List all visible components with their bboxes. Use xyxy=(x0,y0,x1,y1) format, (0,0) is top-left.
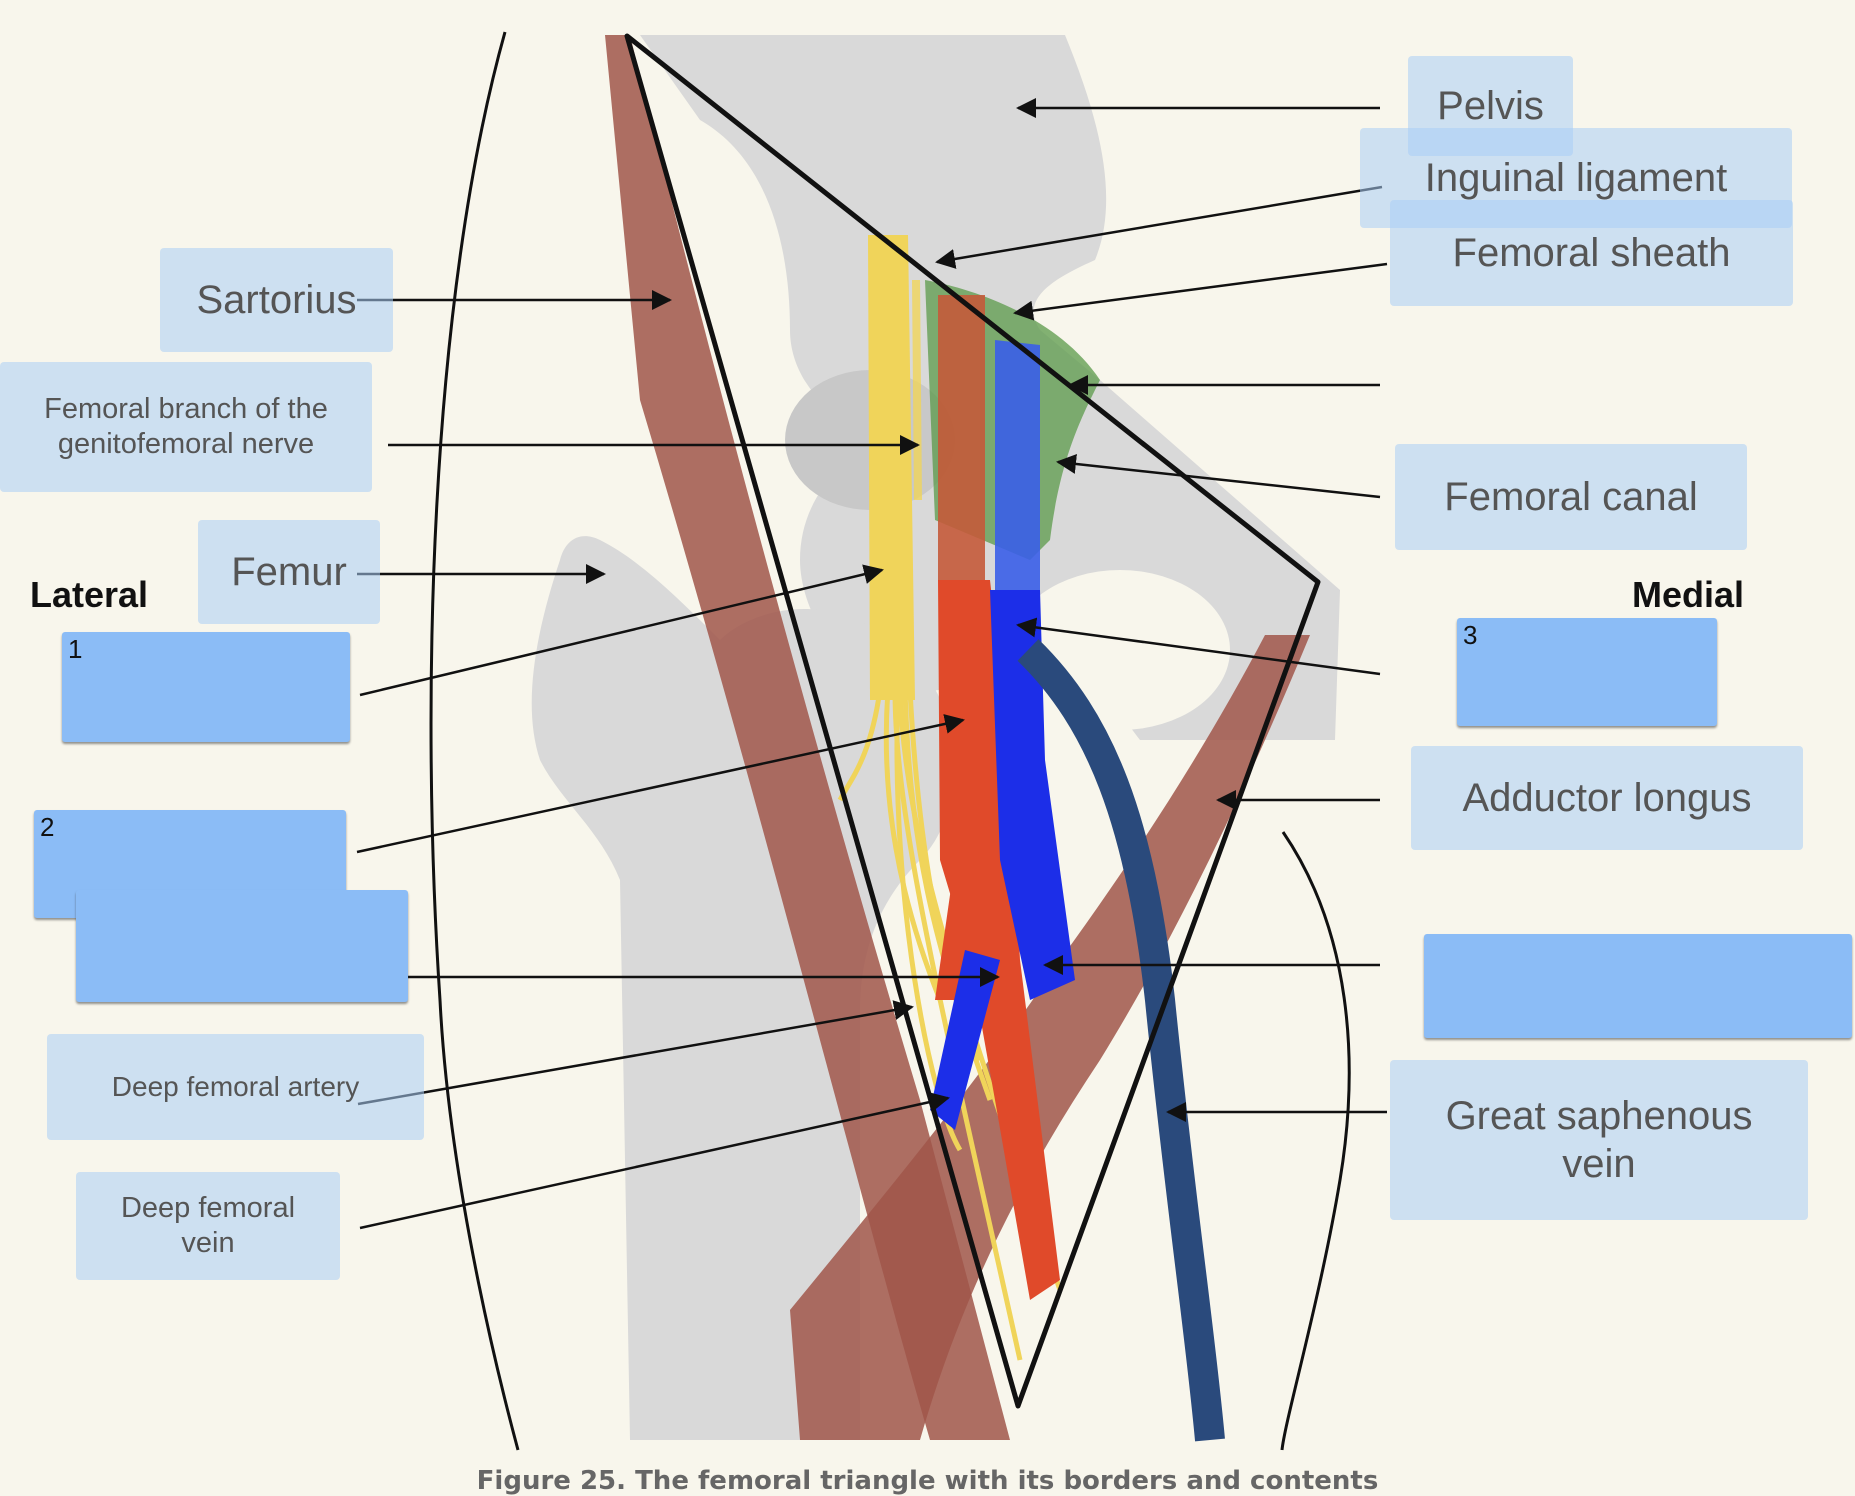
arrow-deep-femoral-vein xyxy=(359,1092,950,1230)
label-femoral-sheath[interactable]: Femoral sheath xyxy=(1390,200,1793,306)
label-sartorius-text: Sartorius xyxy=(196,278,357,322)
arrow-deep-femoral-artery xyxy=(357,1000,914,1106)
label-femur[interactable]: Femur xyxy=(198,520,380,624)
label-deep-femoral-artery[interactable]: Deep femoral artery xyxy=(47,1034,424,1140)
drop-zone-3-number: 3 xyxy=(1463,620,1478,650)
arrow-femoral-nerve xyxy=(359,564,884,697)
label-pelvis-text: Pelvis xyxy=(1437,84,1544,128)
side-label-lateral: Lateral xyxy=(30,574,149,615)
arrow-inguinal-ligament xyxy=(935,185,1383,269)
drop-zone-2-number: 2 xyxy=(40,812,55,842)
arrow-femoral-canal xyxy=(1056,454,1381,499)
femoral-triangle-outline xyxy=(624,33,1321,1409)
femoral-nerve xyxy=(868,235,915,700)
drop-zone-1[interactable]: 1 xyxy=(62,632,350,742)
label-adductor-longus[interactable]: Adductor longus xyxy=(1411,746,1803,850)
label-deep-femoral-vein-line2: vein xyxy=(181,1227,235,1259)
femoral-vein xyxy=(990,590,1075,1000)
thigh-outline-left xyxy=(429,31,520,1451)
figure-caption: Figure 25. The femoral triangle with its… xyxy=(476,1466,1379,1496)
femur-bone xyxy=(531,536,954,1440)
leader-arrows xyxy=(356,98,1388,1230)
femoral-artery xyxy=(938,580,1060,1300)
label-adductor-longus-text: Adductor longus xyxy=(1462,776,1752,820)
label-femur-text: Femur xyxy=(231,550,347,594)
label-great-saphenous-line1: Great saphenous xyxy=(1445,1094,1753,1138)
side-label-medial: Medial xyxy=(1632,574,1745,615)
label-femoral-canal-text: Femoral canal xyxy=(1444,475,1698,519)
label-femoral-canal[interactable]: Femoral canal xyxy=(1395,444,1747,550)
label-femoral-sheath-text: Femoral sheath xyxy=(1452,231,1731,275)
label-deep-femoral-vein-line1: Deep femoral xyxy=(120,1192,296,1225)
drop-zone-3[interactable]: 3 xyxy=(1457,618,1717,726)
label-femoral-branch-line2: genitofemoral nerve xyxy=(57,428,315,460)
femoral-vein-upper xyxy=(995,340,1040,590)
label-femoral-branch-genitofemoral[interactable]: Femoral branch of the genitofemoral nerv… xyxy=(0,362,372,492)
arrow-femoral-artery xyxy=(356,714,965,854)
label-sartorius[interactable]: Sartorius xyxy=(160,248,393,352)
drop-zone-blank-b[interactable] xyxy=(1424,934,1852,1038)
label-deep-femoral-artery-text: Deep femoral artery xyxy=(111,1071,360,1103)
label-deep-femoral-vein[interactable]: Deep femoral vein xyxy=(76,1172,340,1280)
drop-zone-1-number: 1 xyxy=(68,634,83,664)
thigh-outline-right xyxy=(1280,831,1351,1451)
adductor-longus-muscle xyxy=(790,635,1310,1440)
label-great-saphenous-line2: vein xyxy=(1562,1142,1636,1186)
femoral-artery-upper xyxy=(938,295,985,580)
label-great-saphenous-vein[interactable]: Great saphenous vein xyxy=(1390,1060,1808,1220)
great-saphenous-vein xyxy=(1017,639,1225,1442)
label-inguinal-ligament-text: Inguinal ligament xyxy=(1424,156,1728,200)
arrow-femoral-vein xyxy=(1016,617,1381,676)
drop-zone-blank-a[interactable] xyxy=(76,890,408,1002)
deep-femoral-vein-vessel xyxy=(930,950,1000,1130)
arrow-femoral-sheath xyxy=(1013,262,1388,321)
sartorius-muscle xyxy=(605,35,1010,1440)
label-femoral-branch-line1: Femoral branch of the xyxy=(44,393,328,426)
deep-femoral-artery-vessel xyxy=(935,860,985,1000)
